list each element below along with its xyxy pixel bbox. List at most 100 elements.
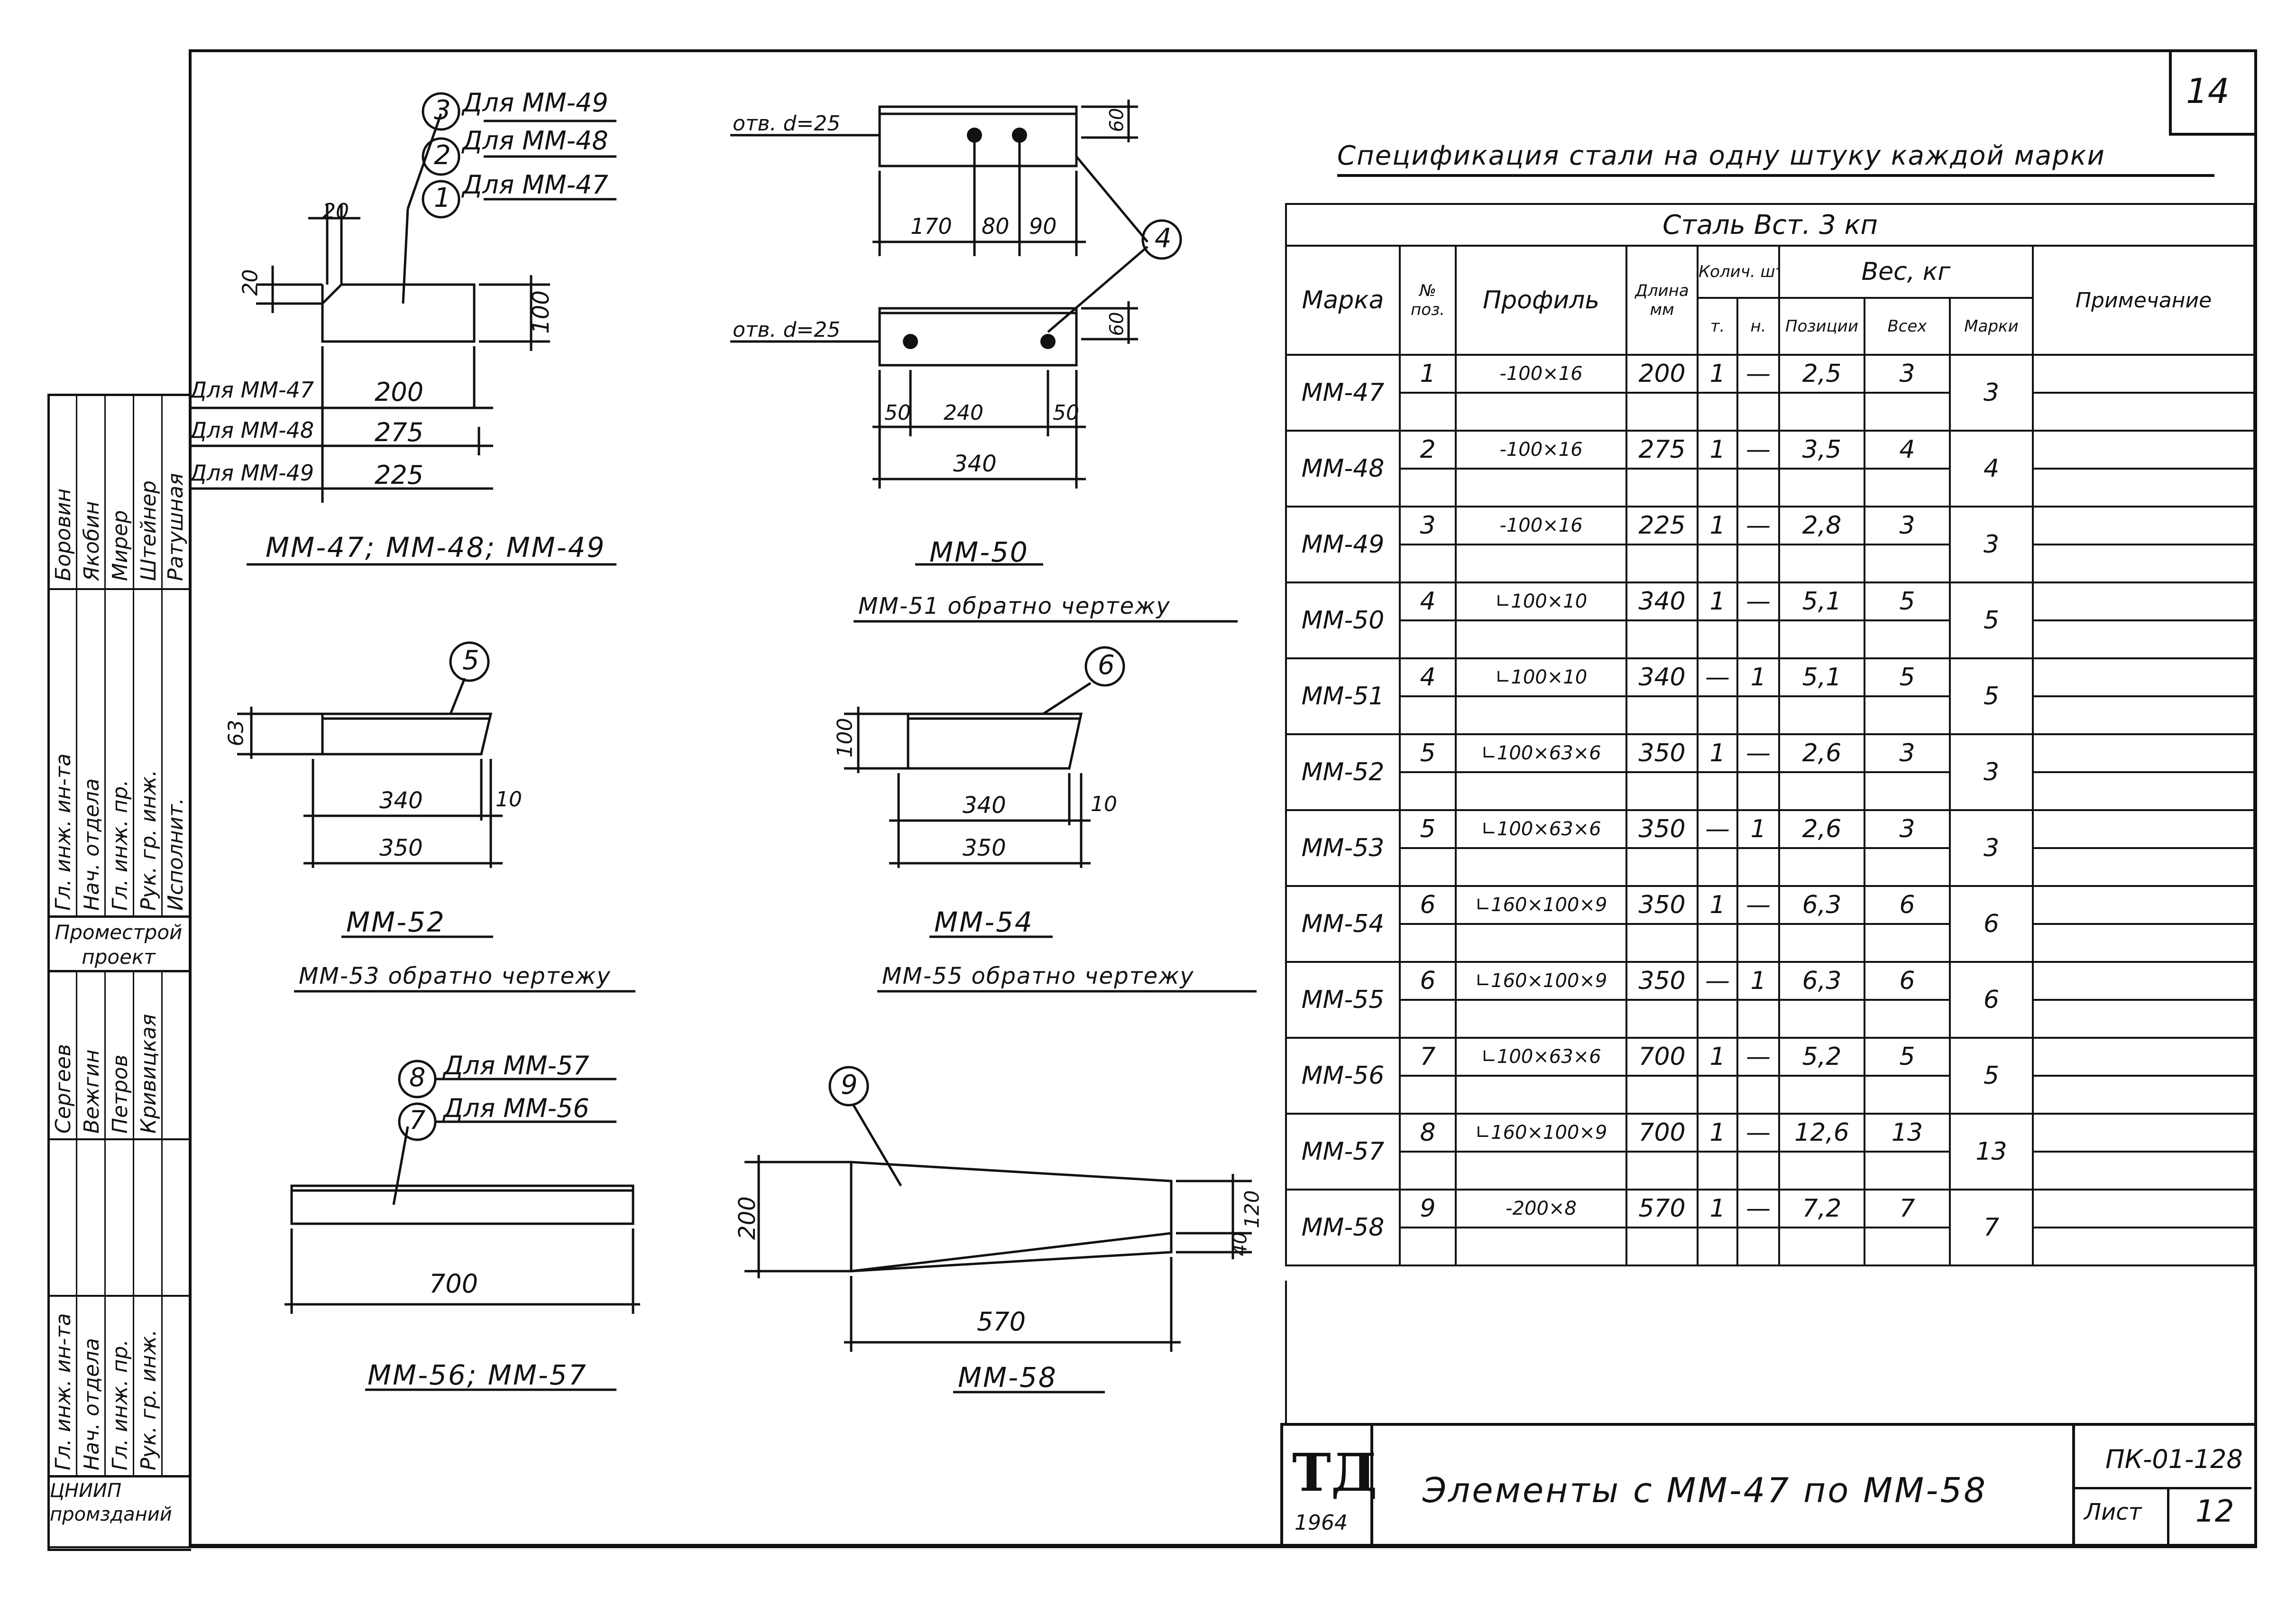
sidebar-sep	[47, 1138, 189, 1140]
cell	[1697, 392, 1738, 432]
cell: 5,1	[1778, 657, 1865, 697]
cell	[1399, 544, 1457, 583]
cell	[1399, 392, 1457, 432]
cell: 3	[1949, 354, 2034, 432]
cell: ∟100×63×6	[1455, 1037, 1627, 1077]
sidebar-sep	[47, 915, 189, 918]
table-row: ММ-49	[1285, 506, 1401, 583]
cell	[1864, 847, 1951, 887]
caption-d4-note: ММ-55 обратно чертежу	[882, 963, 1194, 989]
cell: 350	[1626, 733, 1699, 773]
dim-h-bottom: 60	[1106, 312, 1128, 336]
cell	[1778, 1151, 1865, 1191]
cell: 350	[1626, 961, 1699, 1001]
sidebar-vsep	[76, 972, 77, 1475]
cell	[2031, 619, 2256, 659]
callout-1-label: Для ММ-47	[462, 170, 608, 200]
cell: 3	[1949, 506, 2034, 583]
cell	[1778, 1227, 1865, 1266]
cell: 4	[1864, 430, 1951, 470]
sidebar-sep	[47, 1475, 189, 1477]
dim-len-d5: 700	[429, 1269, 478, 1299]
cell: 5	[1864, 657, 1951, 697]
cell	[2031, 392, 2256, 432]
sidebar-name-mid: Сергеев	[51, 1044, 75, 1134]
cell: 340	[1626, 582, 1699, 621]
cell: 5	[1949, 657, 2034, 735]
cell	[1778, 771, 1865, 811]
cell	[2031, 1075, 2256, 1115]
dim-top: 20	[322, 199, 349, 223]
cell	[2031, 999, 2256, 1039]
sidebar-role-bottom: Гл. инж. пр.	[108, 1339, 132, 1470]
caption-d5: ММ-56; ММ-57	[367, 1359, 588, 1391]
cell: 1	[1697, 733, 1738, 773]
cell	[1736, 1227, 1780, 1266]
sidebar-name: Мирер	[108, 510, 132, 582]
cell: ∟100×10	[1455, 582, 1627, 621]
cell	[1399, 1151, 1457, 1191]
cell	[1399, 771, 1457, 811]
cell: 5	[1949, 582, 2034, 659]
cell: 1	[1697, 1113, 1738, 1153]
cell	[1626, 923, 1699, 963]
angle-mm54	[907, 712, 1083, 770]
dim-top-3: 90	[1029, 213, 1057, 239]
cell: 3	[1949, 809, 2034, 887]
cell	[1736, 1075, 1780, 1115]
cell: 13	[1864, 1113, 1951, 1153]
cell	[1626, 544, 1699, 583]
cell	[2031, 506, 2256, 545]
sidebar-role: Нач. отдела	[80, 778, 104, 911]
cell: —	[1697, 809, 1738, 849]
cell	[1736, 923, 1780, 963]
cell: —	[1736, 733, 1780, 773]
cell	[1736, 1151, 1780, 1191]
table-row: ММ-50	[1285, 582, 1401, 659]
table-row: ММ-58	[1285, 1189, 1401, 1266]
dim-h2-d6: 120	[1240, 1190, 1264, 1228]
sheet-divider	[2167, 1487, 2169, 1544]
dim-h-d4: 100	[833, 718, 857, 758]
cell	[1455, 1075, 1627, 1115]
sidebar-role: Рук. гр. инж.	[137, 769, 161, 911]
cell	[1626, 1227, 1699, 1266]
cell: 1	[1736, 961, 1780, 1001]
plate-mm47-49	[321, 283, 476, 343]
cell: 3	[1949, 733, 2034, 811]
cell	[1455, 392, 1627, 432]
cell	[2031, 1151, 2256, 1191]
cell	[1864, 923, 1951, 963]
cell: 6	[1949, 885, 2034, 963]
table-row: ММ-52	[1285, 733, 1401, 811]
dim-len-d6: 570	[977, 1307, 1026, 1337]
len-value-3: 225	[375, 460, 424, 490]
cell: —	[1736, 354, 1780, 394]
cell	[1399, 1227, 1457, 1266]
cell	[1399, 468, 1457, 508]
cell	[1864, 1151, 1951, 1191]
cell	[1778, 544, 1865, 583]
cell	[1626, 619, 1699, 659]
cell: 7	[1949, 1189, 2034, 1266]
cell	[1864, 1227, 1951, 1266]
caption-d2: ММ-50	[929, 536, 1029, 568]
cell: 5	[1864, 1037, 1951, 1077]
logo-box	[1280, 1423, 1373, 1544]
cell	[1697, 923, 1738, 963]
cell	[1626, 1151, 1699, 1191]
cell: 4	[1949, 430, 2034, 508]
sidebar-name: Ратушная	[164, 473, 188, 581]
len-value-1: 200	[375, 377, 424, 407]
cell	[1399, 695, 1457, 735]
cell	[1736, 999, 1780, 1039]
cell	[1697, 544, 1738, 583]
dim-b-d4: 350	[963, 835, 1006, 861]
cell	[1736, 392, 1780, 432]
col-qty-t: т.	[1697, 297, 1738, 356]
sidebar-vsep	[161, 394, 163, 915]
dim-top-2: 80	[982, 213, 1010, 239]
sidebar-sep	[47, 588, 189, 590]
dim-bottom-2: 240	[944, 401, 983, 425]
cell	[2031, 809, 2256, 849]
